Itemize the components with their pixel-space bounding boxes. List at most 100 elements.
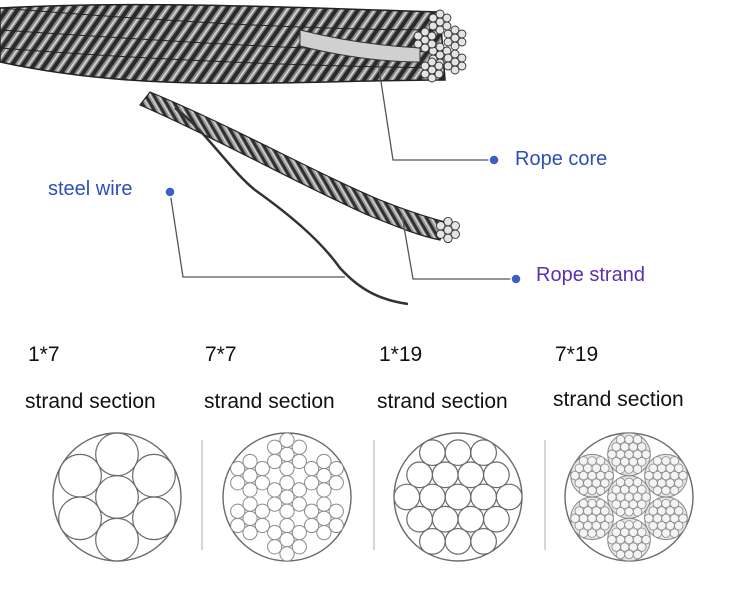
strand-wire-circle: [595, 471, 606, 481]
strand-wire-circle: [632, 534, 643, 545]
section-outer-circle: [393, 432, 523, 562]
strand-wire-circle: [607, 534, 617, 545]
strand-wire-circle: [652, 456, 663, 466]
strand-wire-circle: [644, 471, 654, 481]
strand-wire-circle: [254, 460, 270, 477]
strand-wire-circle: [661, 456, 671, 466]
strand-wire-circle: [242, 468, 258, 484]
rope-core-label: Rope core: [515, 148, 608, 170]
strand-wire-circle: [132, 496, 176, 541]
rope-end-wire: [450, 65, 460, 75]
strand-wire-circle: [578, 498, 589, 509]
strand-wire-circle: [615, 534, 626, 545]
strand-wire-circle: [267, 496, 283, 512]
strand-wire-circle: [632, 464, 643, 474]
strand-wire-circle: [406, 505, 434, 533]
strand-wire-circle: [328, 517, 344, 534]
strand-wire-circle: [628, 484, 638, 495]
strand-wire-circle: [632, 507, 643, 517]
strand-wire-circle: [661, 513, 671, 523]
strand-wire-circle: [230, 460, 246, 477]
strand-wire-circle: [279, 432, 295, 448]
strand-wire-circle: [583, 521, 593, 531]
strand-wire-circle: [641, 492, 651, 502]
strand-wire-circle: [279, 517, 295, 534]
strand-wire-circle: [648, 463, 658, 473]
strand-outline-circle: [607, 475, 651, 519]
strand-wire-circle: [279, 532, 295, 548]
strand-wire-circle: [632, 520, 643, 530]
strand-wire-circle: [665, 478, 675, 488]
strand-wire-circle: [661, 528, 671, 538]
strand-wire-circle: [652, 513, 663, 523]
section-1x7-diagram: [52, 432, 182, 562]
strand-wire-circle: [669, 471, 680, 481]
strand-wire-circle: [615, 492, 626, 502]
rope-end-wire: [427, 57, 437, 67]
strand-wire-circle: [600, 521, 610, 531]
strand-wire-circle: [657, 478, 667, 488]
strand-wire-circle: [648, 521, 658, 531]
strand-wire-circle: [595, 456, 606, 466]
rope-strand-dot: [510, 273, 522, 285]
rope-end-wire: [435, 25, 445, 35]
rope-core-dot: [488, 154, 500, 166]
strand-wire-circle: [574, 521, 584, 531]
strand-wire-circle: [648, 478, 658, 488]
strand-end-wire: [450, 221, 460, 231]
strand-wire-circle: [620, 457, 630, 467]
strand-wire-circle: [291, 524, 307, 541]
strand-wire-circle: [624, 534, 634, 545]
strand-wire-circle: [483, 461, 510, 489]
strand-wire-circle: [624, 434, 634, 445]
strand-wire-circle: [632, 549, 643, 560]
strand-wire-circle: [620, 484, 630, 495]
strand-wire-circle: [665, 506, 675, 516]
rope-end-wire: [427, 73, 437, 83]
strand-wire-circle: [419, 483, 446, 511]
section-7x7-diagram: [222, 432, 352, 562]
strand-wire-circle: [644, 513, 654, 523]
strand-wire-circle: [316, 524, 332, 541]
strand-wire-circle: [267, 482, 283, 498]
rope-end-wire: [450, 49, 460, 59]
strand-wire-circle: [470, 527, 498, 555]
strand-wire-circle: [624, 449, 634, 459]
strand-wire-circle: [578, 485, 589, 496]
strand-wire-circle: [669, 456, 680, 466]
strand-wire-circle: [628, 527, 638, 537]
strand-wire-circle: [470, 483, 498, 511]
strand-wire-circle: [444, 483, 472, 511]
rope-end-wire: [428, 13, 438, 23]
strand-wire-circle: [95, 475, 139, 519]
section-code-7x7: 7*7: [205, 343, 237, 366]
rope-end-wire: [457, 29, 467, 39]
strand-wire-circle: [611, 457, 621, 467]
strand-wire-circle: [611, 442, 621, 452]
strand-outline-circle: [644, 496, 688, 541]
strand-wire-circle: [574, 506, 584, 516]
rope-end-wire: [427, 31, 437, 41]
strand-wire-circle: [574, 478, 584, 488]
strand-wire-circle: [583, 478, 593, 488]
strand-wire-circle: [657, 463, 667, 473]
strand-wire-circle: [615, 464, 626, 474]
rope-end-wire: [428, 21, 438, 31]
strand-wire-circle: [457, 461, 485, 489]
strand-wire-circle: [624, 492, 634, 502]
section-code-1x19: 1*19: [379, 343, 423, 366]
strand-wire-circle: [587, 485, 597, 496]
strand-wire-circle: [431, 505, 459, 533]
strand-wire-circle: [669, 485, 680, 496]
strand-wire-circle: [669, 513, 680, 523]
strand-wire-circle: [591, 506, 601, 516]
strand-wire-circle: [328, 503, 344, 519]
strand-wire-circle: [58, 496, 102, 541]
rope-end-wire: [420, 69, 430, 79]
strand-wire-circle: [470, 439, 498, 467]
strand-end-wire: [436, 221, 446, 231]
strand-wire-circle: [652, 528, 663, 538]
strand-wire-circle: [393, 483, 421, 511]
strand-wire-circle: [624, 477, 634, 487]
